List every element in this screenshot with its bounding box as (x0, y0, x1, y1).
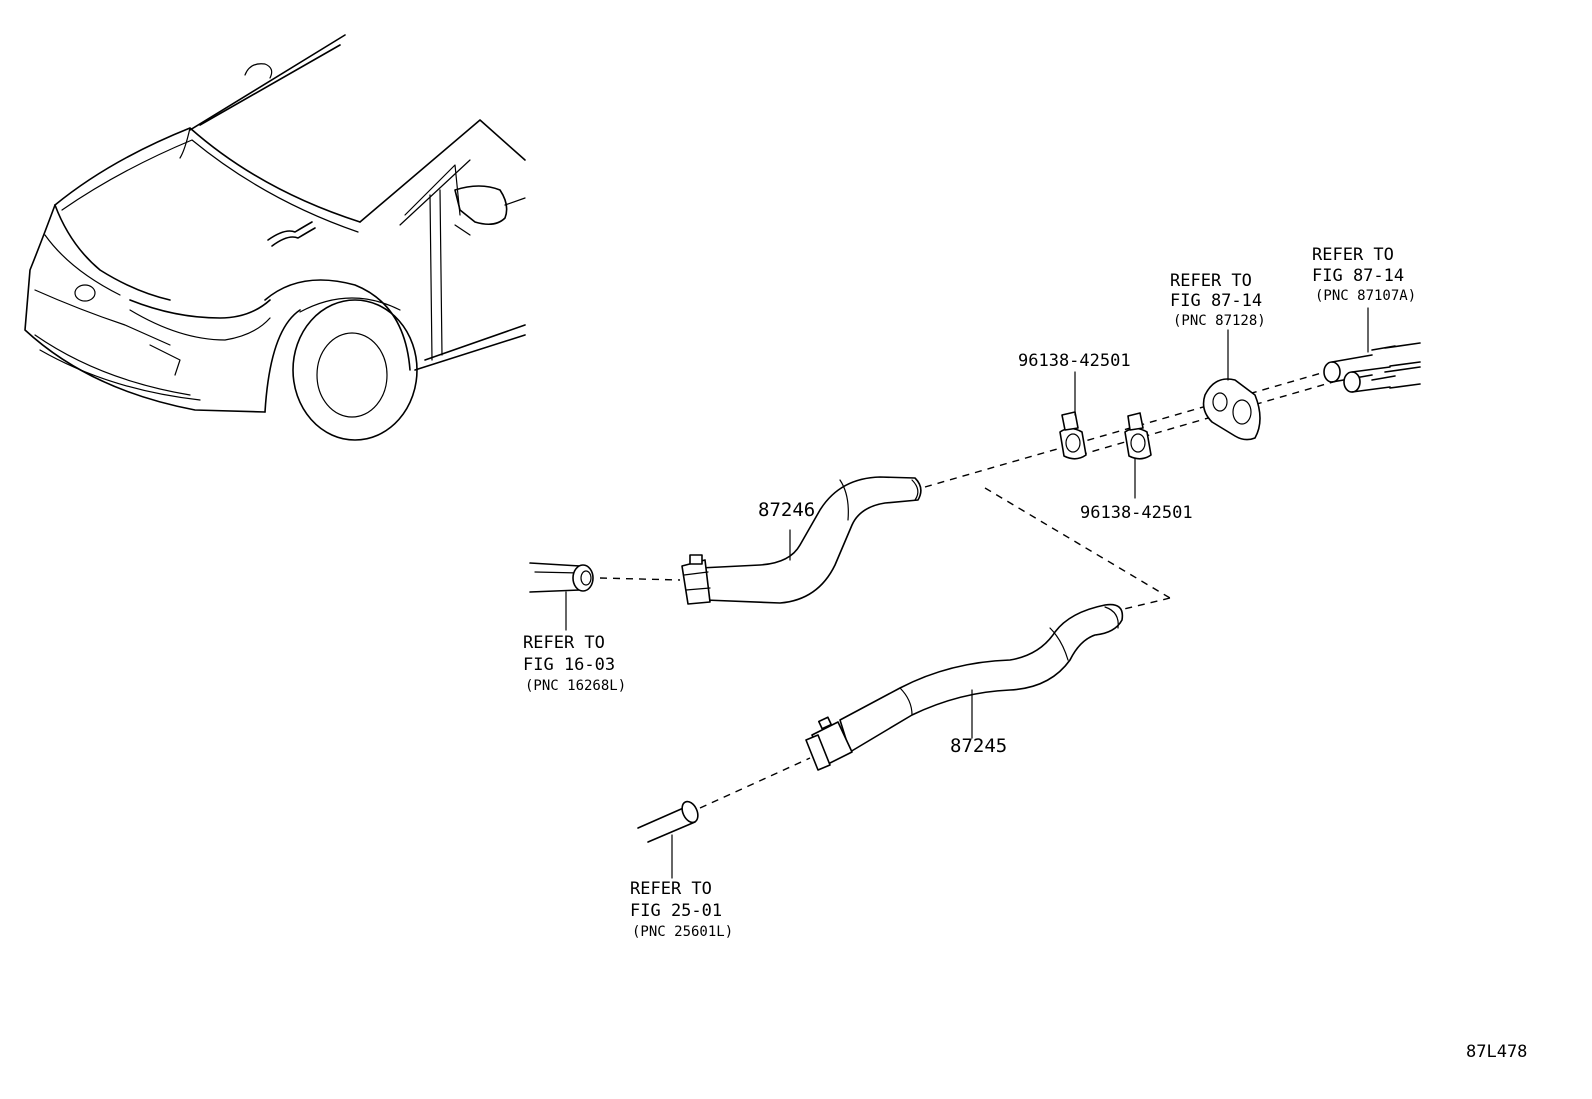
engine-outlet-pipe (529, 562, 594, 631)
part-number-clip-upper: 96138-42501 (1018, 351, 1131, 371)
water-inlet-pipe (637, 800, 699, 879)
ref-16-03-pnc: (PNC 16268L) (525, 678, 626, 694)
ref-25-01-pnc: (PNC 25601L) (632, 924, 733, 940)
reference-87107a: REFER TO FIG 87-14 (PNC 87107A) (1312, 245, 1416, 304)
dash-grommet (1202, 329, 1261, 441)
ref-25-01-line1: REFER TO (630, 879, 712, 899)
clip-upper (1059, 371, 1087, 460)
ref-87128-pnc: (PNC 87128) (1173, 313, 1266, 329)
clip-lower (1124, 412, 1152, 499)
part-number-clip-lower: 96138-42501 (1080, 503, 1193, 523)
ref-87107a-line1: REFER TO (1312, 245, 1394, 265)
ref-87107a-line2: FIG 87-14 (1312, 266, 1404, 286)
ref-25-01-line2: FIG 25-01 (630, 901, 722, 921)
reference-25-01: REFER TO FIG 25-01 (PNC 25601L) (630, 879, 733, 940)
car-illustration (24, 34, 526, 441)
ref-87107a-pnc: (PNC 87107A) (1315, 288, 1416, 304)
hose-87245 (805, 603, 1124, 771)
hose-87246 (681, 476, 922, 605)
diagram-code: 87L478 (1466, 1042, 1527, 1062)
ref-16-03-line1: REFER TO (523, 633, 605, 653)
ref-16-03-line2: FIG 16-03 (523, 655, 615, 675)
reference-16-03: REFER TO FIG 16-03 (PNC 16268L) (523, 633, 626, 694)
callout-labels: 87246 87245 96138-42501 96138-42501 (758, 351, 1193, 757)
ref-87128-line1: REFER TO (1170, 271, 1252, 291)
heater-core-pipes (1323, 307, 1421, 393)
part-number-87245: 87245 (950, 735, 1007, 757)
part-number-87246: 87246 (758, 499, 815, 521)
reference-87128: REFER TO FIG 87-14 (PNC 87128) (1170, 271, 1266, 329)
ref-87128-line2: FIG 87-14 (1170, 291, 1262, 311)
